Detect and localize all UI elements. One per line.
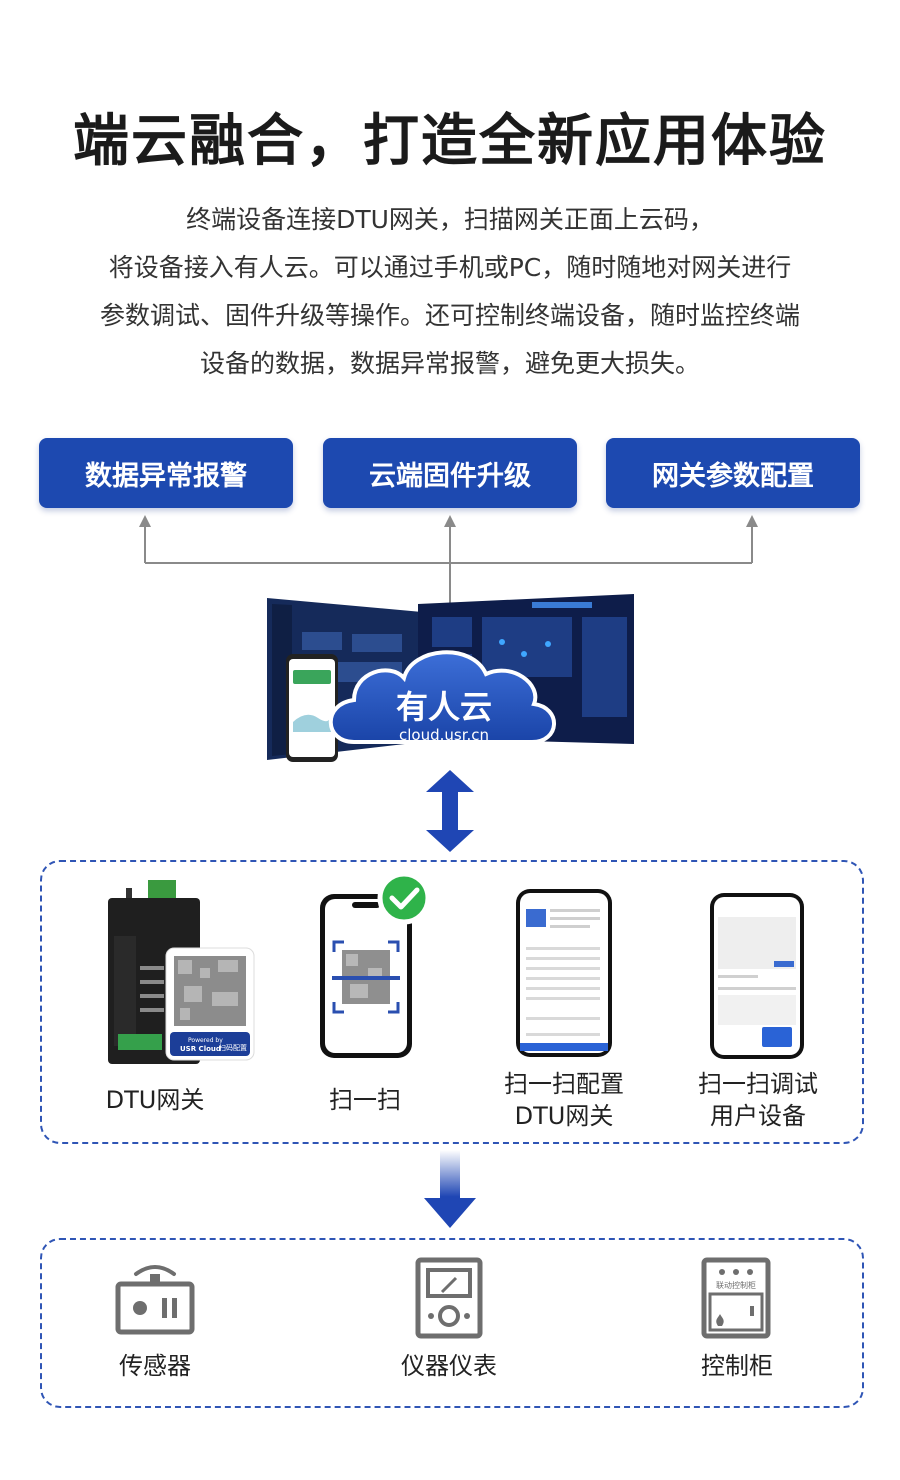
step-label-debug: 扫一扫调试 用户设备 xyxy=(698,1070,818,1130)
badge-brand: USR Cloud xyxy=(180,1045,221,1053)
device-label-cabinet: 控制柜 xyxy=(701,1352,773,1380)
feature-config: 网关参数配置 xyxy=(606,438,860,508)
sensor-icon xyxy=(115,1265,195,1335)
config-phone-icon xyxy=(516,889,612,1057)
intro-line: 设备的数据，数据异常报警，避免更大损失。 xyxy=(199,349,700,378)
page-title: 端云融合，打造全新应用体验 xyxy=(73,109,827,174)
instrument-icon xyxy=(415,1257,483,1339)
feature-alarm: 数据异常报警 xyxy=(39,438,293,508)
cloud-name: 有人云 xyxy=(396,688,492,726)
intro-text: 终端设备连接DTU网关，扫描网关正面上云码， 将设备接入有人云。可以通过手机或P… xyxy=(40,196,860,388)
badge-action: 扫码配置 xyxy=(219,1043,247,1052)
dtu-gateway-icon: Powered by USR Cloud 扫码配置 xyxy=(108,880,255,1064)
intro-line: 参数调试、固件升级等操作。还可控制终端设备，随时监控终端 xyxy=(99,301,800,330)
debug-phone-icon xyxy=(710,893,804,1059)
intro-line: 终端设备连接DTU网关，扫描网关正面上云码， xyxy=(186,205,714,234)
cloud-url: cloud.usr.cn xyxy=(399,726,489,744)
cloud-platform-illustration: 有人云 cloud.usr.cn xyxy=(267,594,634,762)
cabinet-label: 联动控制柜 xyxy=(716,1280,756,1290)
down-arrow-icon xyxy=(424,1150,476,1228)
device-label-sensor: 传感器 xyxy=(119,1352,191,1380)
scan-phone-icon xyxy=(320,872,431,1058)
intro-line: 将设备接入有人云。可以通过手机或PC，随时随地对网关进行 xyxy=(108,253,792,282)
connector-lines xyxy=(139,515,758,605)
feature-firmware: 云端固件升级 xyxy=(323,438,577,508)
device-label-instrument: 仪器仪表 xyxy=(401,1352,497,1380)
step-label-config: 扫一扫配置 DTU网关 xyxy=(504,1070,624,1130)
step-label-scan: 扫一扫 xyxy=(329,1086,401,1114)
control-cabinet-icon: 联动控制柜 xyxy=(701,1257,771,1339)
step-label-dtu: DTU网关 xyxy=(105,1086,205,1114)
badge-powered: Powered by xyxy=(188,1037,223,1044)
double-arrow-icon xyxy=(426,770,474,852)
steps-box xyxy=(40,860,864,1144)
devices-box xyxy=(40,1238,864,1408)
